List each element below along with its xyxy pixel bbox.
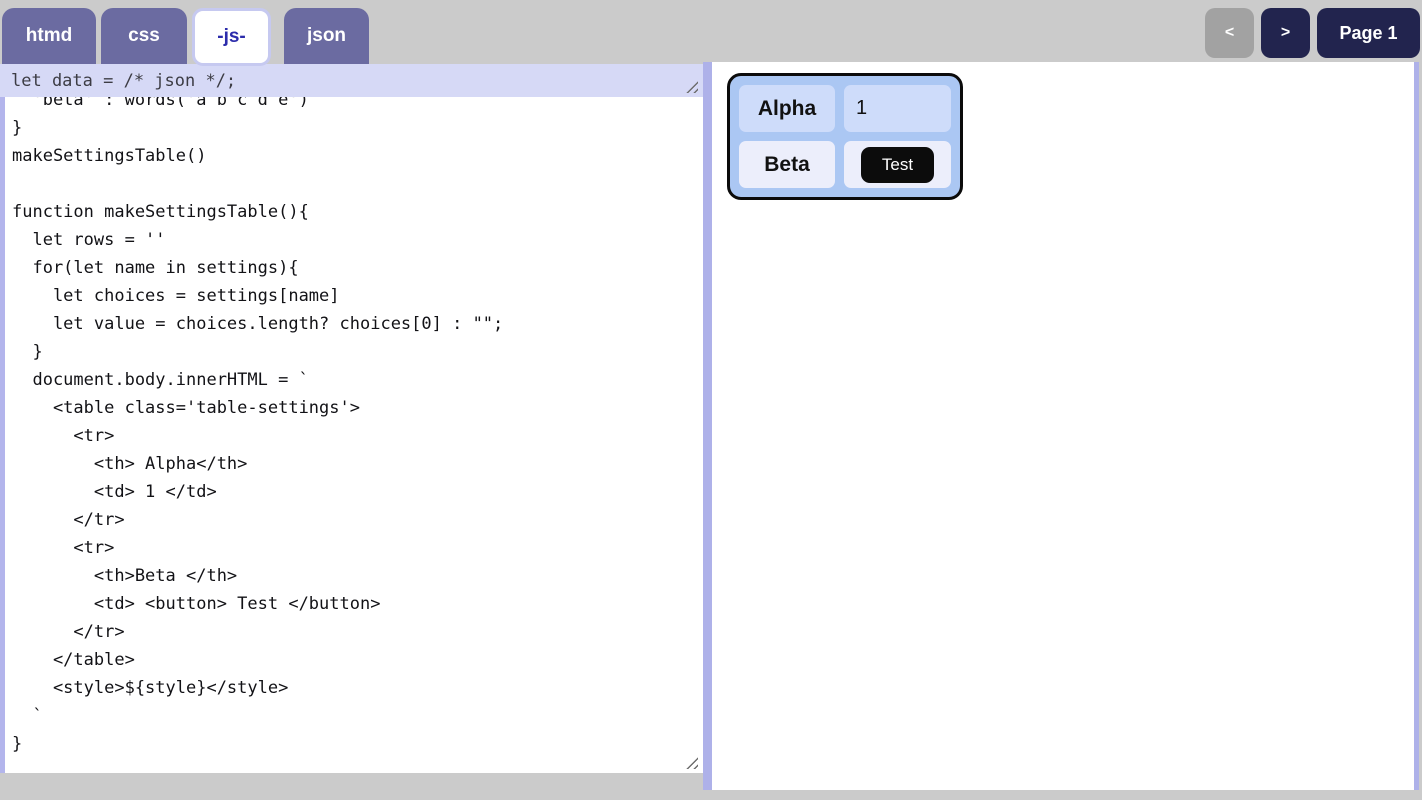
- pane-divider: [703, 62, 712, 790]
- next-page-button[interactable]: >: [1261, 8, 1310, 58]
- tab-htmd[interactable]: htmd: [2, 8, 96, 64]
- js-code-text: 'beta' : words('a b c d e') } makeSettin…: [12, 97, 504, 754]
- setting-name-cell: Alpha: [739, 85, 835, 132]
- table-row: Alpha 1: [739, 85, 951, 132]
- settings-table: Alpha 1 Beta Test: [727, 73, 963, 200]
- test-button[interactable]: Test: [860, 146, 935, 183]
- tab-strip: htmd css -js- json: [2, 8, 369, 66]
- preview-pane: Alpha 1 Beta Test: [712, 62, 1419, 790]
- prev-page-button[interactable]: <: [1205, 8, 1254, 58]
- data-declaration-textarea[interactable]: let data = /* json */;: [0, 64, 703, 97]
- data-declaration-text: let data = /* json */;: [11, 71, 237, 91]
- setting-value-cell: Test: [844, 141, 951, 188]
- setting-value-cell: 1: [844, 85, 951, 132]
- tab-js[interactable]: -js-: [192, 8, 271, 66]
- js-code-textarea[interactable]: 'beta' : words('a b c d e') } makeSettin…: [0, 97, 703, 773]
- textarea-resize-handle-icon[interactable]: [685, 80, 698, 93]
- page-nav: < > Page 1: [1205, 8, 1420, 58]
- setting-name-cell: Beta: [739, 141, 835, 188]
- page-indicator-button[interactable]: Page 1: [1317, 8, 1420, 58]
- table-row: Beta Test: [739, 141, 951, 188]
- tab-css[interactable]: css: [101, 8, 187, 64]
- tab-json[interactable]: json: [284, 8, 369, 64]
